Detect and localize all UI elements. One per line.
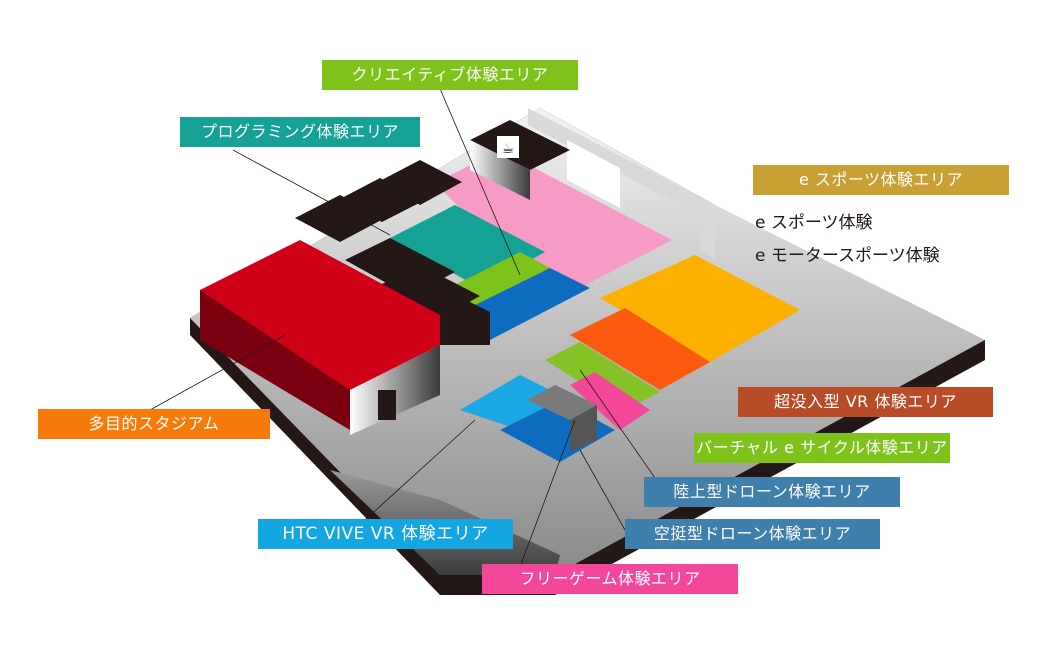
cafe-block: ☕ <box>470 120 570 200</box>
label-esports-area: e スポーツ体験エリア <box>753 165 1009 195</box>
label-free-game-area: フリーゲーム体験エリア <box>482 564 738 594</box>
label-land-drone-area: 陸上型ドローン体験エリア <box>644 477 900 507</box>
virtual-cycle-area <box>545 342 660 410</box>
free-game-area <box>570 372 650 430</box>
esports-detail-1: e スポーツ体験 <box>755 213 873 233</box>
esports-detail-2: e モータースポーツ体験 <box>755 246 940 266</box>
label-htc-vive-area: HTC VIVE VR 体験エリア <box>258 519 513 549</box>
leader-lines <box>149 83 656 581</box>
immersive-vr-area <box>570 308 710 390</box>
label-creative-area: クリエイティブ体験エリア <box>322 60 578 90</box>
stadium <box>200 240 440 435</box>
meeting-rooms <box>295 160 490 345</box>
esports-area <box>600 255 800 362</box>
label-stadium: 多目的スタジアム <box>38 409 270 439</box>
drone-cage <box>527 385 597 452</box>
cafe-area <box>435 150 672 288</box>
label-air-drone-area: 空挺型ドローン体験エリア <box>625 519 880 549</box>
label-immersive-vr-area: 超没入型 VR 体験エリア <box>738 387 993 417</box>
back-wall <box>528 108 715 260</box>
center-blue-area <box>475 268 590 340</box>
label-programming-area: プログラミング体験エリア <box>180 117 420 147</box>
coffee-cup-icon: ☕ <box>502 141 515 157</box>
label-virtual-cycle-area: バーチャル e サイクル体験エリア <box>694 433 950 463</box>
